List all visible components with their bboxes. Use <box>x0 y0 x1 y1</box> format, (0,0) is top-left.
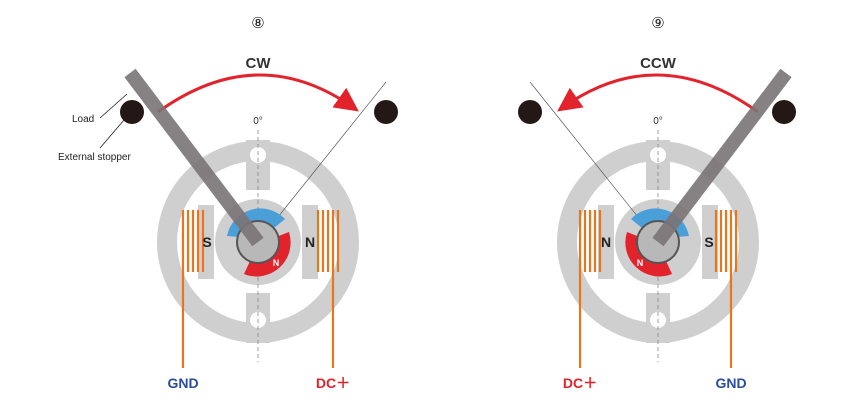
load-arm <box>124 68 264 247</box>
step-number: ⑨ <box>651 15 664 32</box>
left-stopper <box>518 100 542 124</box>
zero-label: 0° <box>653 116 663 127</box>
right-stopper <box>374 100 398 124</box>
direction-label: CCW <box>640 55 677 72</box>
callout-stopper: External stopper <box>58 152 131 163</box>
zero-label: 0° <box>253 116 263 127</box>
stator-pole-right <box>702 205 718 279</box>
terminal-right: DC＋ <box>316 375 350 391</box>
callout-load-line <box>99 93 128 119</box>
rotation-arrow <box>157 73 359 114</box>
stator-pole-left <box>598 205 614 279</box>
terminal-right: GND <box>715 375 746 391</box>
stator-pole-right <box>302 205 318 279</box>
rotation-arrow <box>557 73 759 114</box>
right-stopper <box>772 100 796 124</box>
direction-label: CW <box>246 55 272 72</box>
left-stopper <box>120 100 144 124</box>
coil-left <box>181 210 205 272</box>
rotor-label: N <box>637 258 644 268</box>
step-number: ⑧ <box>251 15 264 32</box>
panel-step-9: ⑨ CCW 0° <box>518 15 796 391</box>
coil-left <box>578 210 602 272</box>
callout-stopper-line <box>99 119 125 149</box>
rotor-label: N <box>273 258 280 268</box>
load-arm <box>652 68 792 247</box>
terminal-left: DC＋ <box>563 375 597 391</box>
pole-label-right: N <box>305 234 315 250</box>
coil-right <box>316 210 340 272</box>
coil-right <box>714 210 738 272</box>
pole-label-left: N <box>601 234 611 250</box>
terminal-left: GND <box>167 375 198 391</box>
panel-step-8: ⑧ CW Load External stopper <box>58 15 398 391</box>
pole-label-right: S <box>704 234 713 250</box>
callout-load: Load <box>72 114 94 125</box>
pole-label-left: S <box>202 234 211 250</box>
